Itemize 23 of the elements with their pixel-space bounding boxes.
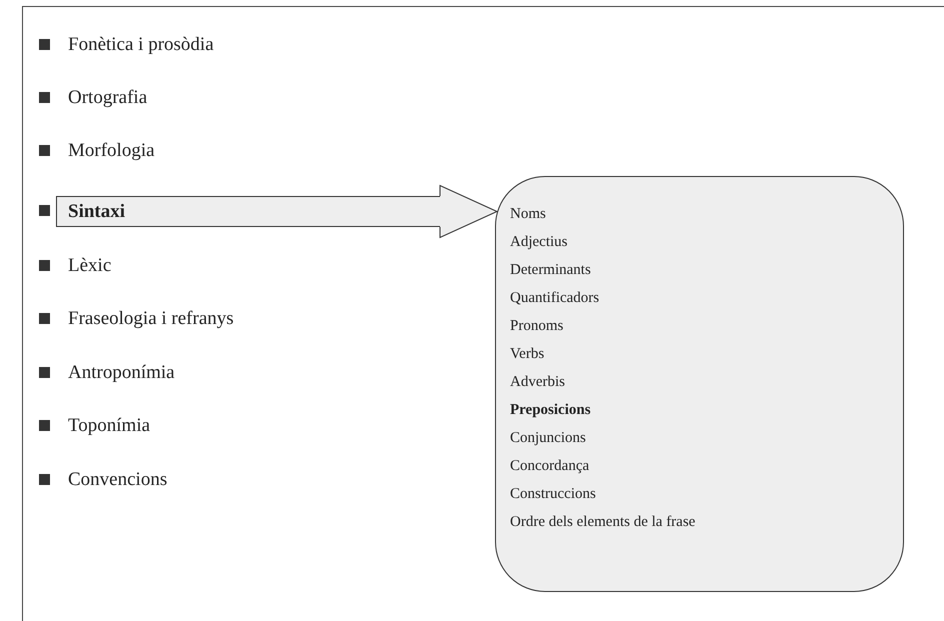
topic-text: Toponímia — [68, 414, 150, 438]
subtopic-text: Construccions — [510, 485, 596, 504]
rounded-list-box — [495, 176, 904, 592]
subtopic-text: Quantificadors — [510, 289, 600, 308]
subtopic-text: Adjectius — [510, 233, 568, 252]
topic-text: Fonètica i prosòdia — [68, 33, 214, 57]
subtopic-text: Preposicions — [510, 401, 591, 420]
topic-text: Antroponímia — [68, 361, 175, 385]
topic-text: Sintaxi — [68, 200, 126, 224]
topic-text: Convencions — [68, 468, 168, 492]
subtopic-text: Ordre dels elements de la frase — [510, 513, 696, 532]
subtopic-text: Concordança — [510, 457, 590, 476]
subtopic-text: Verbs — [510, 345, 544, 364]
subtopic-text: Adverbis — [510, 373, 565, 392]
arrow-head — [440, 184, 498, 238]
subtopic-text: Pronoms — [510, 317, 564, 336]
subtopic-text: Noms — [510, 205, 546, 224]
topic-text: Fraseologia i refranys — [68, 307, 234, 331]
subtopic-text: Determinants — [510, 261, 591, 280]
subtopic-text: Conjuncions — [510, 429, 586, 448]
topic-text: Ortografia — [68, 86, 148, 110]
topic-text: Lèxic — [68, 254, 112, 278]
topic-text: Morfologia — [68, 139, 155, 163]
